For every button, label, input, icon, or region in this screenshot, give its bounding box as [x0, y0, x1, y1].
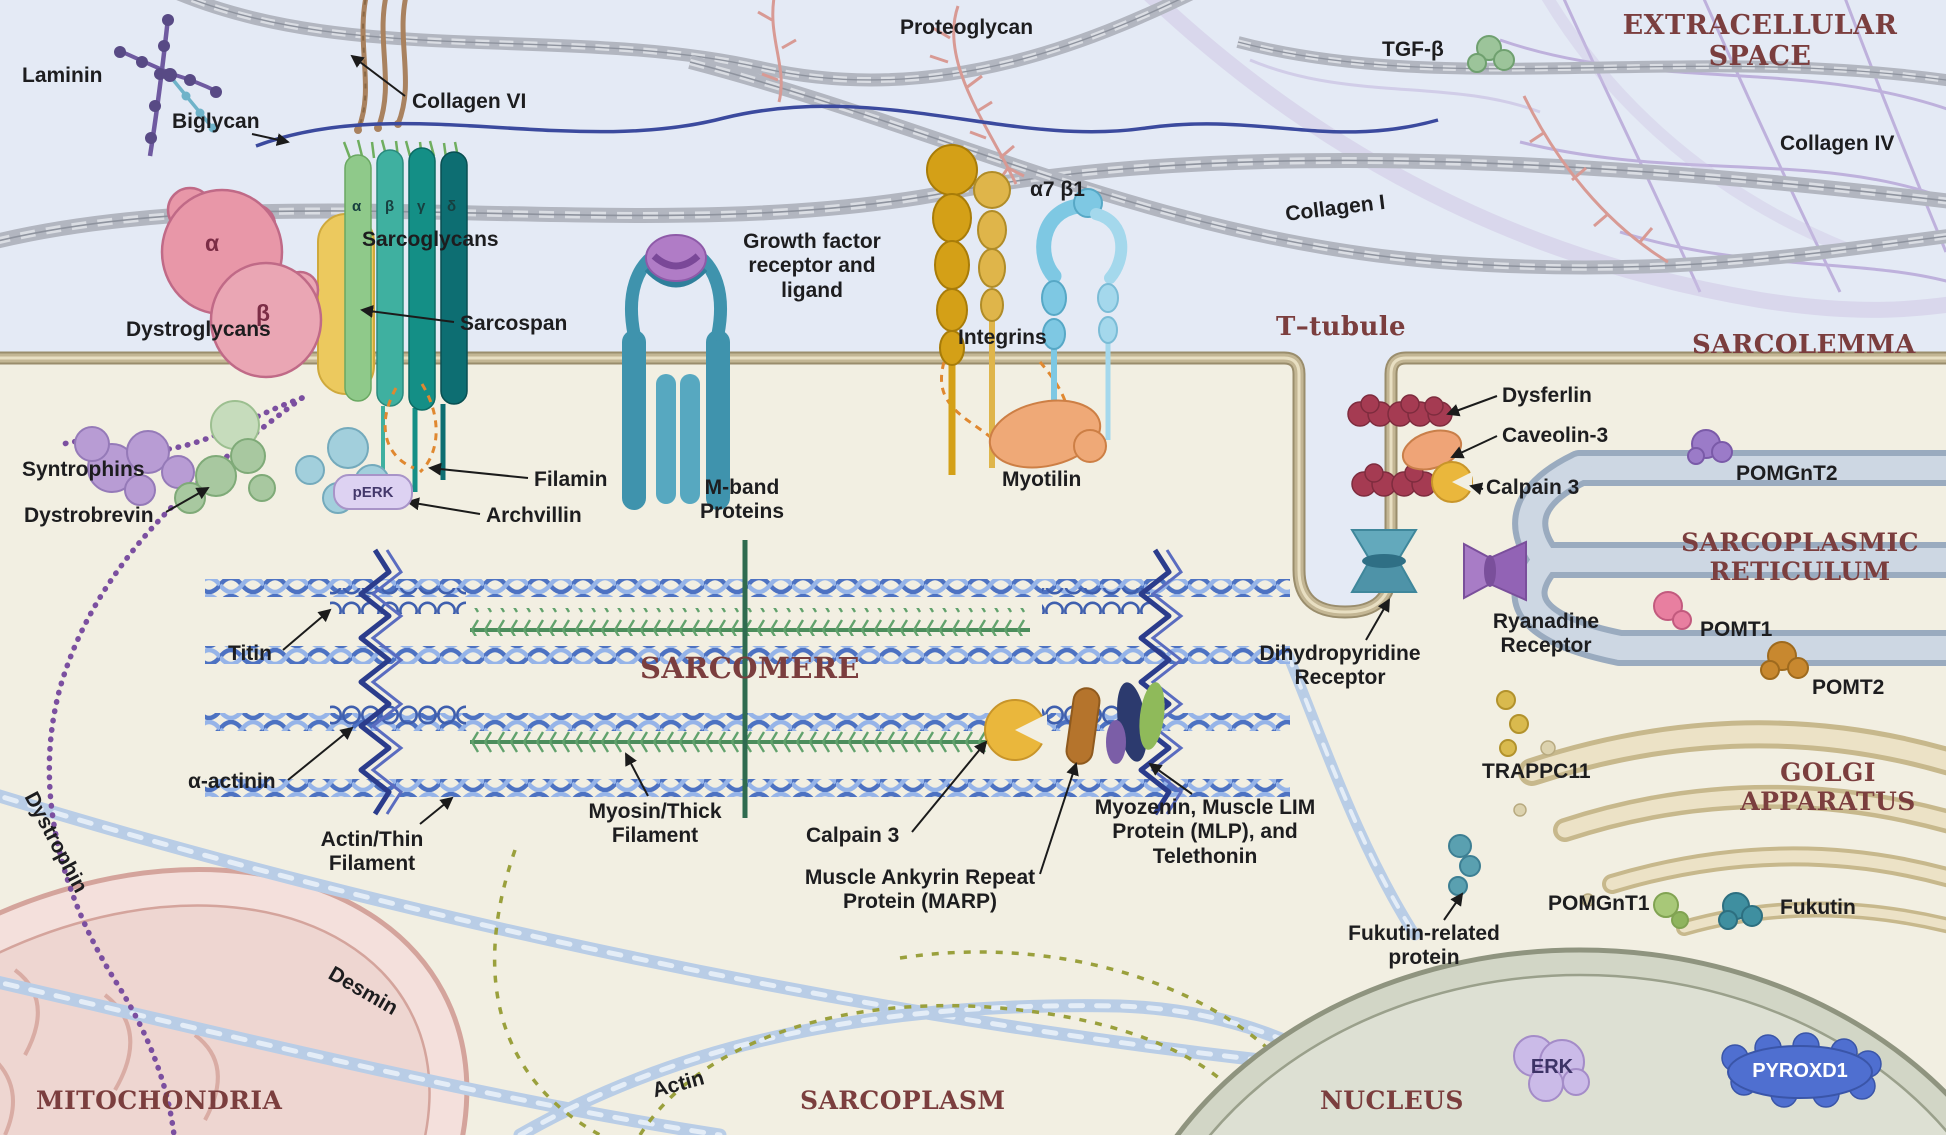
- titin-coil: [330, 588, 466, 614]
- label-laminin: Laminin: [22, 64, 103, 87]
- label-integrins: Integrins: [958, 326, 1047, 349]
- label-collagen-vi: Collagen VI: [412, 90, 527, 113]
- pomgnt1-structure: [1653, 892, 1689, 929]
- label-perk: pERK: [352, 483, 394, 501]
- label-dystroglycan-alpha: α: [205, 230, 220, 256]
- dystroglycan-complex: [160, 186, 323, 379]
- label-myozenin-mlp-telethonin: Myozenin, Muscle LIM Protein (MLP), and …: [1094, 796, 1316, 868]
- perk-structure: pERK: [333, 474, 413, 510]
- dhpr-structure: [1350, 529, 1418, 593]
- pomt2-structure: [1760, 641, 1809, 680]
- sarcomere-structure: [205, 540, 1290, 818]
- label-trappc11: TRAPPC11: [1482, 760, 1591, 783]
- syntrophins-structure: [74, 426, 195, 506]
- biglycan-strand: [255, 104, 1439, 148]
- label-m-band-proteins: M-band Proteins: [699, 476, 785, 524]
- laminin-structure: [114, 14, 222, 157]
- region-title-extracellular-space: EXTRACELLULAR SPACE: [1622, 10, 1898, 73]
- label-pomt2: POMT2: [1812, 676, 1885, 699]
- label-dystroglycan-beta: β: [256, 300, 271, 326]
- integrin-structure: [926, 144, 1128, 475]
- region-title-golgi-apparatus: GOLGI APPARATUS: [1740, 758, 1916, 816]
- label-sarcospan: Sarcospan: [460, 312, 568, 335]
- fkrp-structure: [1448, 834, 1481, 896]
- growth-factor-receptor-structure: [622, 234, 730, 510]
- label-sarcoglycan-alpha: α: [352, 198, 362, 215]
- label-dysferlin: Dysferlin: [1502, 384, 1592, 407]
- label-archvillin: Archvillin: [486, 504, 582, 527]
- label-ryanadine-receptor: Ryanadine Receptor: [1492, 610, 1600, 658]
- region-title-mitochondria: MITOCHONDRIA: [36, 1086, 283, 1115]
- label-erk: ERK: [1530, 1056, 1574, 1078]
- label-caveolin-3: Caveolin-3: [1502, 424, 1609, 447]
- z-disc: [358, 548, 392, 816]
- label-calpain-3-membrane: Calpain 3: [1486, 476, 1580, 499]
- label-fukutin: Fukutin: [1780, 896, 1856, 919]
- tgfb-molecule: [1467, 35, 1515, 73]
- label-dystroglycans: Dystroglycans: [126, 318, 271, 341]
- myotilin-structure: [988, 399, 1107, 469]
- label-marp: Muscle Ankyrin Repeat Protein (MARP): [804, 866, 1036, 914]
- label-growth-factor-receptor: Growth factor receptor and ligand: [743, 230, 881, 302]
- calpain3-structure: [984, 699, 1047, 761]
- erk-structure: [1513, 1035, 1590, 1102]
- calpain3-membrane-structure: [1431, 461, 1473, 503]
- myozenin-complex-structure: [1106, 682, 1165, 764]
- dystrobrevin-structure: [174, 400, 276, 514]
- extracellular-background: [0, 0, 1946, 612]
- pyroxd1-structure: [1721, 1032, 1882, 1108]
- ryr-structure: [1463, 540, 1527, 602]
- myosin-filament-row: [470, 730, 1030, 758]
- label-pomt1: POMT1: [1700, 618, 1773, 641]
- label-myosin-thick-filament: Myosin/Thick Filament: [588, 800, 722, 848]
- label-fukutin-related-protein: Fukutin-related protein: [1348, 922, 1500, 970]
- pomgnt2-structure: [1687, 429, 1733, 465]
- label-dystrobrevin: Dystrobrevin: [24, 504, 154, 527]
- region-title-nucleus: NUCLEUS: [1320, 1086, 1464, 1115]
- label-collagen-iv: Collagen IV: [1780, 132, 1895, 155]
- fukutin-structure: [1718, 892, 1763, 930]
- golgi-structure: [1513, 720, 1946, 936]
- z-disc: [1138, 548, 1172, 816]
- label-actin-thin-filament: Actin/Thin Filament: [320, 828, 424, 876]
- sarcolemma-membrane: [0, 351, 1946, 619]
- label-tgf-beta: TGF-β: [1382, 38, 1444, 61]
- label-alpha-actinin: α-actinin: [188, 770, 276, 793]
- region-title-t-tubule: T–tubule: [1276, 312, 1406, 342]
- label-calpain-3: Calpain 3: [806, 824, 900, 847]
- label-myotilin: Myotilin: [1002, 468, 1082, 491]
- label-syntrophins: Syntrophins: [22, 458, 145, 481]
- label-alpha7-beta1: α7 β1: [1030, 178, 1085, 201]
- label-pomgnt2: POMGnT2: [1736, 462, 1838, 485]
- region-title-sarcoplasm: SARCOPLASM: [800, 1086, 1006, 1115]
- region-title-sarcolemma: SARCOLEMMA: [1692, 330, 1916, 360]
- label-biglycan: Biglycan: [172, 110, 260, 133]
- label-titin: Titin: [228, 642, 272, 665]
- myosin-filament-row: [470, 608, 1030, 636]
- trappc11-structure: [1496, 690, 1529, 757]
- region-title-sarcomere: SARCOMERE: [640, 651, 860, 685]
- label-proteoglycan: Proteoglycan: [900, 16, 1034, 39]
- label-filamin: Filamin: [534, 468, 608, 491]
- label-sarcoglycan-beta: β: [385, 198, 395, 215]
- label-dihydropyridine-receptor: Dihydropyridine Receptor: [1259, 642, 1421, 690]
- label-sarcoglycan-gamma: γ: [417, 198, 426, 215]
- sarcoglycan-complex: [342, 139, 468, 492]
- annotation-arrows: [165, 54, 1498, 921]
- pomt1-structure: [1653, 591, 1692, 630]
- titin-coil: [1042, 588, 1150, 614]
- label-pyroxd1: PYROXD1: [1752, 1060, 1848, 1082]
- label-pomgnt1: POMGnT1: [1548, 892, 1650, 915]
- region-title-sarcoplasmic-reticulum: SARCOPLASMIC RETICULUM: [1681, 528, 1919, 586]
- proteoglycan-fibers: [757, 0, 1669, 264]
- z-disc: [370, 549, 404, 815]
- label-sarcoglycans: Sarcoglycans: [362, 228, 499, 251]
- label-sarcoglycan-delta: δ: [447, 198, 457, 215]
